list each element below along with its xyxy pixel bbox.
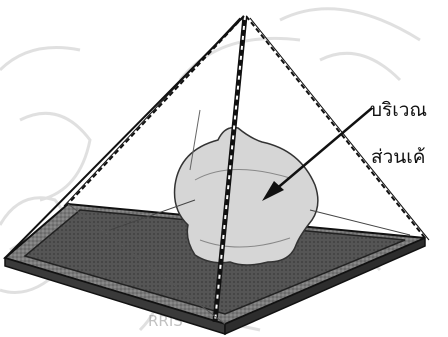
callout-label-line1: บริเวณ bbox=[370, 101, 427, 120]
amulet-object bbox=[175, 128, 318, 266]
callout-label-line2: ส่วนเค้ bbox=[371, 148, 425, 167]
